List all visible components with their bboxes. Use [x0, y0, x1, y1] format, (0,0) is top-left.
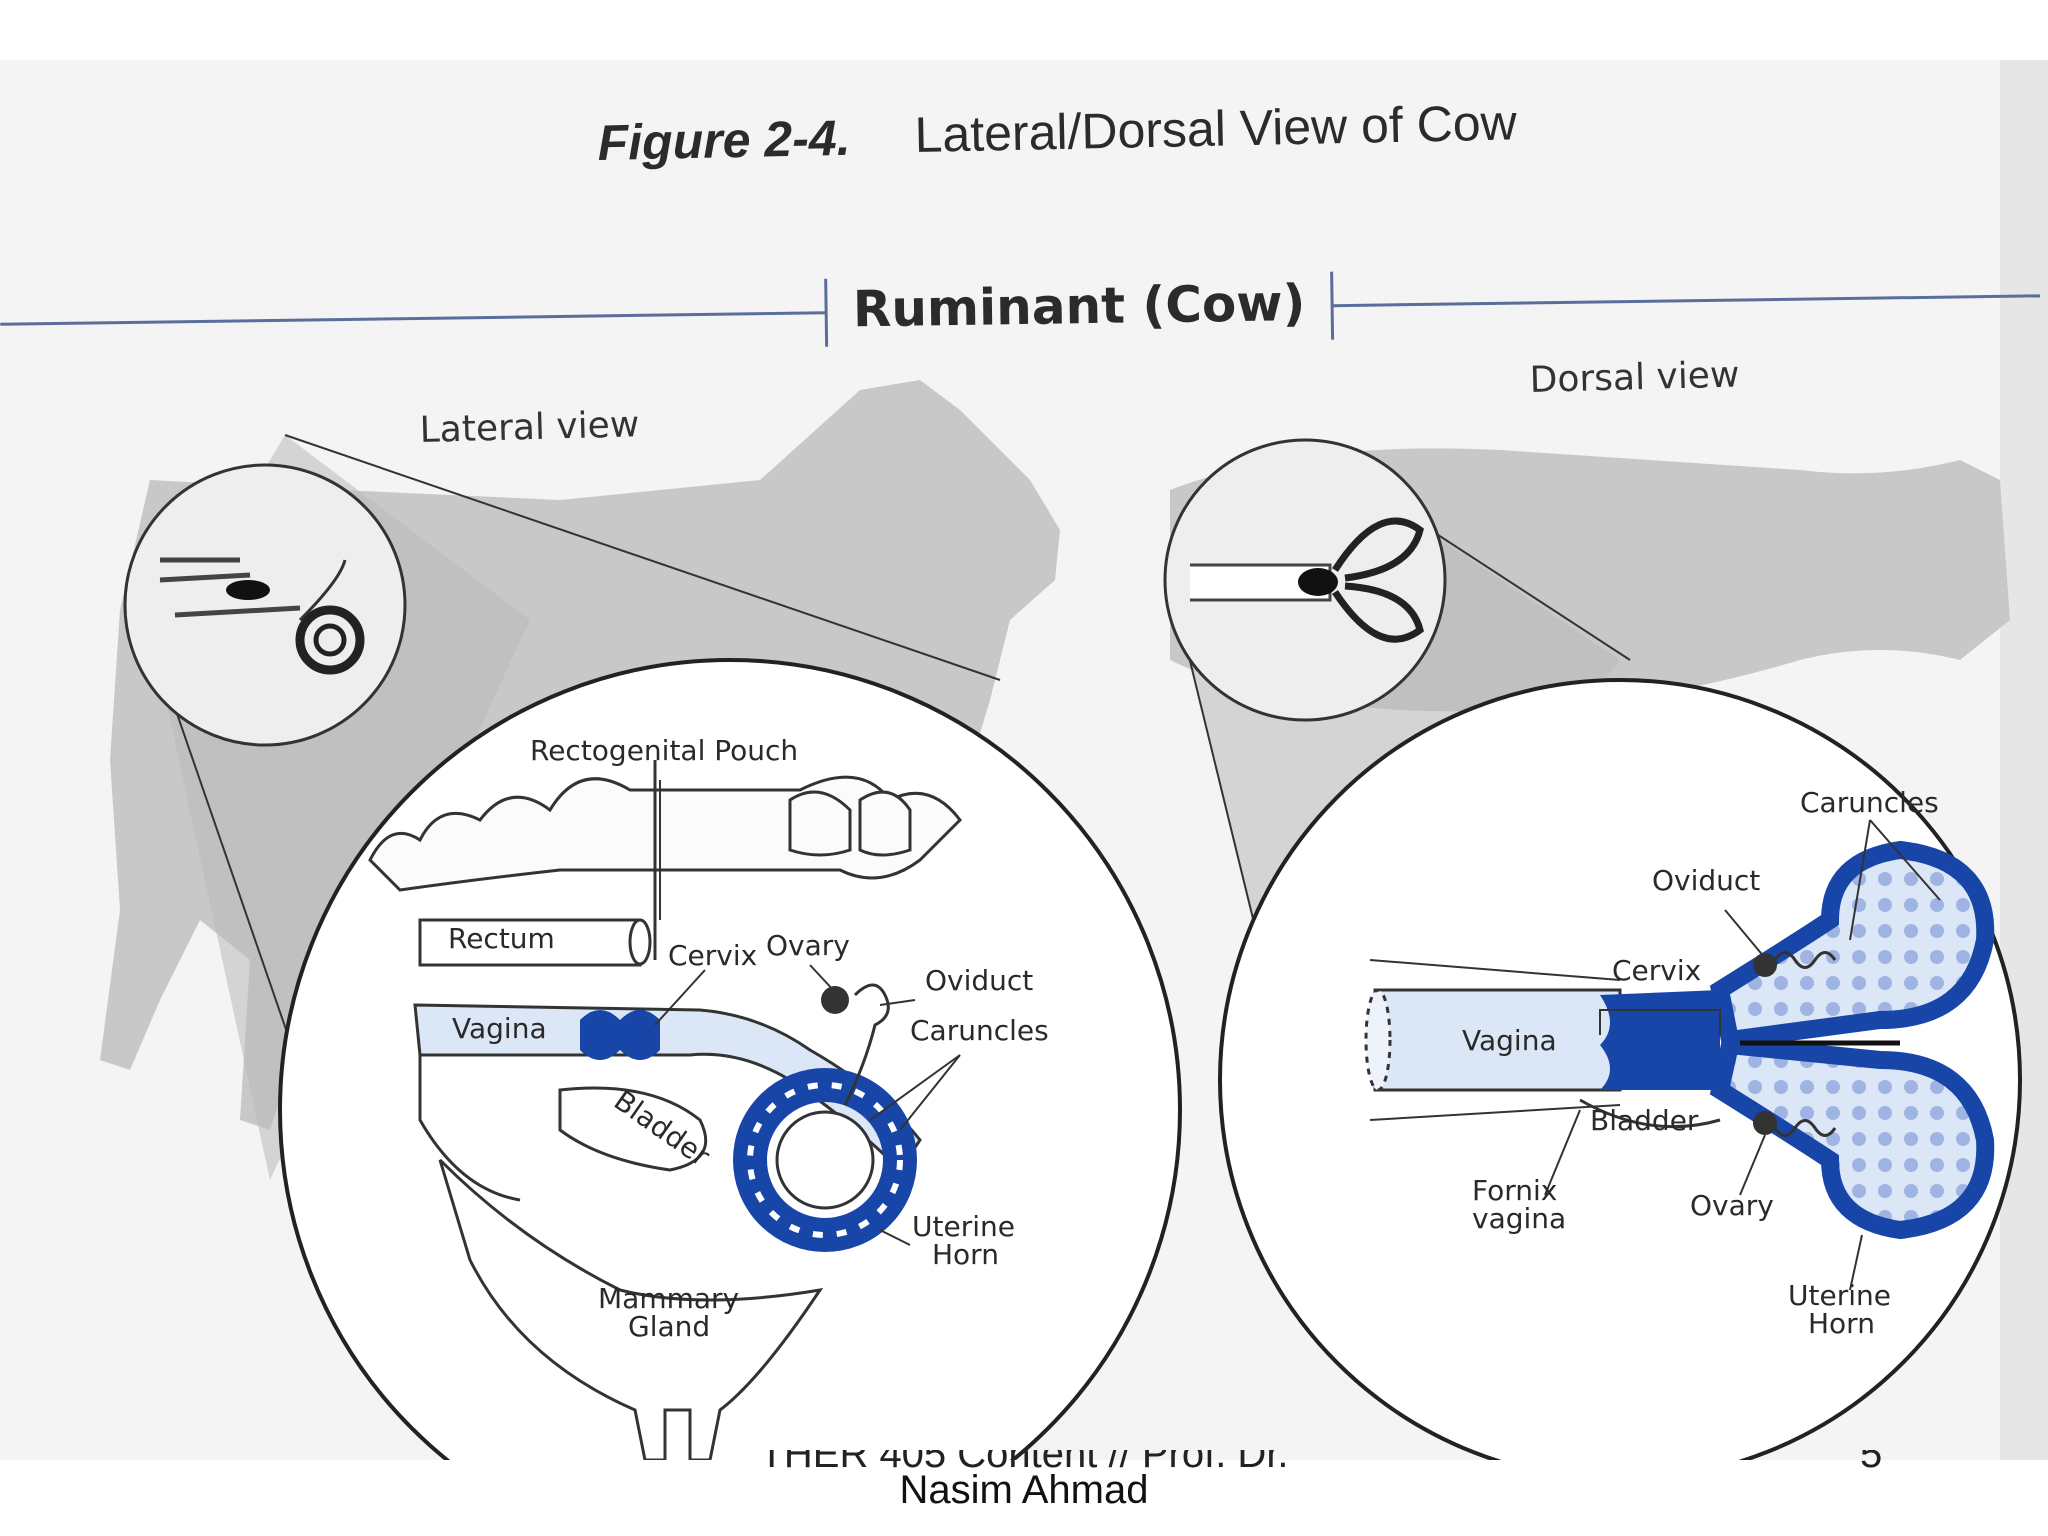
lateral-big-circle: Rectogenital Pouch Rectum Cervix Ovary O…	[278, 658, 1182, 1460]
figure-scan: Figure 2-4. Lateral/Dorsal View of Cow R…	[0, 60, 2048, 1460]
label-dorsal-bladder: Bladder	[1590, 1104, 1699, 1137]
label-caruncles: Caruncles	[910, 1014, 1049, 1047]
cervix-dorsal	[1600, 990, 1720, 1090]
mammary-gland	[438, 1158, 824, 1460]
ovary-lateral	[821, 986, 849, 1014]
label-dorsal-vagina: Vagina	[1462, 1024, 1557, 1057]
section-header: Ruminant (Cow)	[852, 274, 1305, 338]
label-rectum: Rectum	[448, 922, 555, 955]
label-dorsal-oviduct: Oviduct	[1652, 864, 1760, 897]
label-rectogenital-pouch: Rectogenital Pouch	[530, 734, 798, 767]
label-dorsal-uterine: Uterine	[1788, 1279, 1891, 1312]
figure-number: Figure 2-4.	[597, 110, 851, 171]
dorsal-big-circle: Caruncles Oviduct Cervix Vagina Bladder …	[1218, 678, 2022, 1460]
lateral-small-circle	[123, 463, 407, 747]
ovary-dorsal-upper	[1753, 953, 1777, 977]
lateral-cone-line-top	[284, 434, 1001, 681]
label-dorsal-fornix: Fornix	[1472, 1174, 1557, 1207]
section-rule: Ruminant (Cow)	[0, 271, 2041, 347]
page-number: 5	[1860, 1432, 1883, 1476]
page-edge	[2000, 60, 2048, 1460]
label-horn: Horn	[932, 1238, 999, 1271]
label-dorsal-ovary: Ovary	[1690, 1189, 1774, 1222]
uterine-horn-lower	[1709, 1035, 1995, 1240]
figure-title: Lateral/Dorsal View of Cow	[914, 94, 1518, 163]
label-ovary: Ovary	[766, 929, 850, 962]
dorsal-small-circle	[1163, 438, 1447, 722]
bladder-lateral	[558, 1086, 708, 1172]
label-mammary: Mammary	[598, 1282, 739, 1315]
label-vagina: Vagina	[452, 1012, 547, 1045]
label-dorsal-horn: Horn	[1808, 1307, 1875, 1340]
lateral-cone-line-bottom	[154, 649, 301, 1071]
label-gland: Gland	[628, 1310, 710, 1343]
label-dorsal-cervix: Cervix	[1612, 954, 1701, 987]
footer-course-line: THER 405 Content // Prof. Dr.	[759, 1432, 1289, 1476]
label-cervix: Cervix	[668, 939, 757, 972]
dorsal-view-heading: Dorsal view	[1529, 355, 1740, 401]
label-uterine: Uterine	[912, 1210, 1015, 1243]
label-dorsal-fornix-vagina: vagina	[1472, 1202, 1566, 1235]
lateral-view-heading: Lateral view	[419, 404, 640, 451]
label-oviduct: Oviduct	[925, 964, 1033, 997]
cervix-rings	[580, 1010, 660, 1060]
uterine-horn-upper	[1709, 840, 1995, 1051]
cervix-bracket	[1599, 1009, 1721, 1035]
ovary-dorsal-lower	[1753, 1111, 1777, 1135]
bladder-dorsal	[1579, 1098, 1721, 1129]
label-dorsal-caruncles: Caruncles	[1800, 786, 1939, 819]
footer-author-name: Nasim Ahmad	[899, 1468, 1149, 1512]
